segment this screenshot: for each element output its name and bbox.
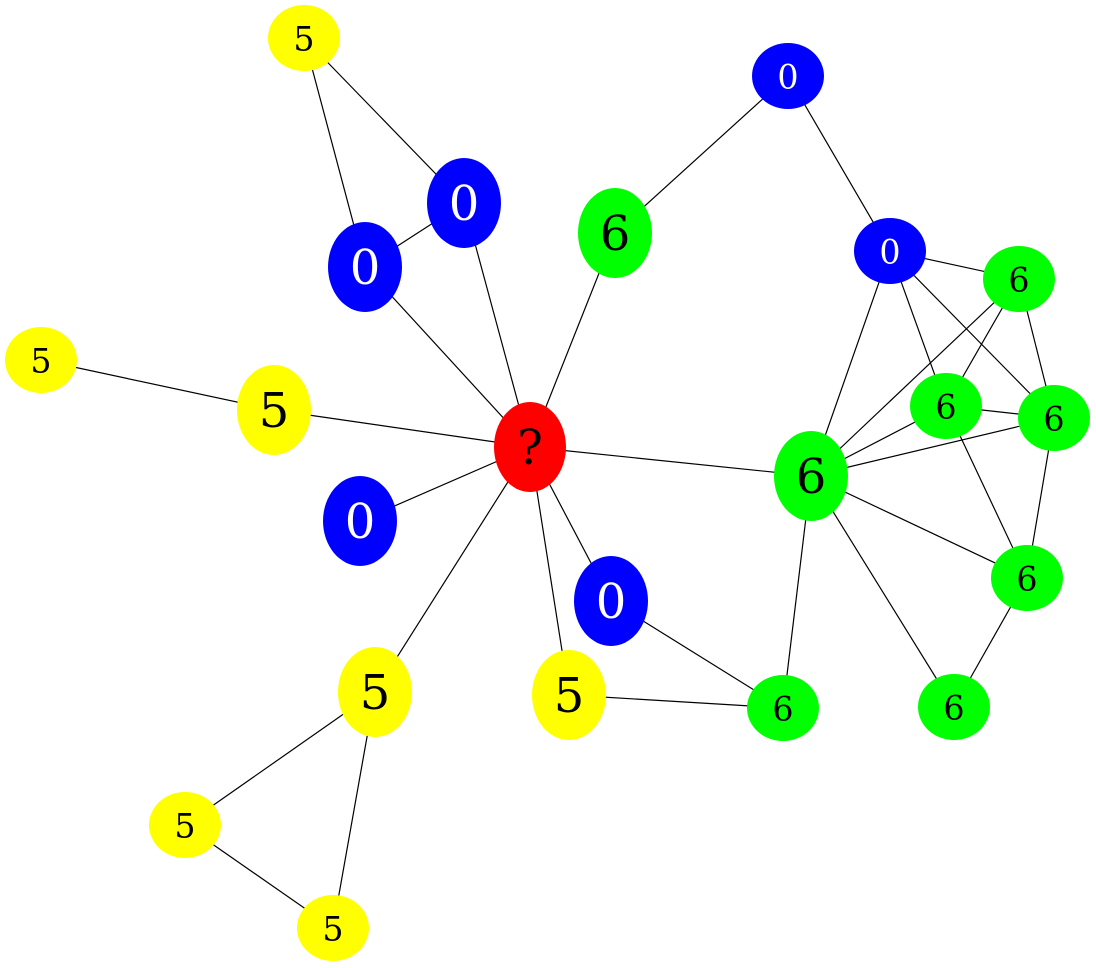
node-y3-label: 5 (259, 383, 290, 439)
node-y6: 5 (297, 895, 369, 961)
node-g1-shape (578, 188, 652, 278)
edge-q-y4 (374, 446, 531, 693)
node-y4-label: 5 (360, 665, 391, 721)
node-g3-label: 6 (935, 388, 956, 427)
node-y5-shape (149, 792, 221, 858)
node-g4: 6 (774, 431, 848, 521)
node-y7-label: 5 (554, 668, 585, 724)
node-g8: 6 (918, 674, 990, 740)
node-g3-shape (910, 373, 982, 439)
node-b6: 0 (854, 218, 926, 284)
node-g7: 6 (747, 675, 819, 741)
node-g2: 6 (983, 246, 1055, 312)
node-b5: 0 (752, 43, 824, 109)
node-g6: 6 (991, 545, 1063, 611)
node-q: ? (494, 402, 566, 492)
node-g3: 6 (910, 373, 982, 439)
node-g5-label: 6 (1043, 400, 1064, 439)
node-b3-label: 0 (345, 494, 376, 550)
node-g8-label: 6 (943, 689, 964, 728)
node-g7-label: 6 (772, 690, 793, 729)
node-g6-label: 6 (1016, 560, 1037, 599)
node-y3-shape (237, 365, 311, 455)
edge-g5-g4 (810, 417, 1055, 477)
node-y7-shape (532, 650, 606, 740)
node-y2-label: 5 (30, 342, 51, 381)
node-b5-label: 0 (777, 58, 798, 97)
node-g8-shape (918, 674, 990, 740)
node-b4: 0 (574, 556, 648, 646)
node-b6-label: 0 (879, 233, 900, 272)
edge-b6-g5 (889, 250, 1055, 419)
node-b5-shape (752, 43, 824, 109)
node-g1-label: 6 (600, 206, 631, 262)
node-b1-label: 0 (449, 176, 480, 232)
node-y2-shape (5, 327, 77, 393)
node-y5: 5 (149, 792, 221, 858)
edge-y2-y3 (40, 359, 275, 411)
node-y1-shape (268, 5, 340, 71)
node-g4-shape (774, 431, 848, 521)
node-q-shape (494, 402, 566, 492)
node-q-label: ? (517, 420, 543, 476)
edge-y3-q (273, 409, 531, 448)
node-b1: 0 (427, 158, 501, 248)
node-b3-shape (323, 476, 397, 566)
node-b2: 0 (328, 222, 402, 312)
node-g2-label: 6 (1008, 261, 1029, 300)
node-b2-label: 0 (350, 240, 381, 296)
node-b4-label: 0 (596, 574, 627, 630)
node-y1-label: 5 (293, 20, 314, 59)
node-g5-shape (1018, 385, 1090, 451)
node-y3: 5 (237, 365, 311, 455)
node-b1-shape (427, 158, 501, 248)
node-y7: 5 (532, 650, 606, 740)
edge-g2-g4 (810, 278, 1020, 477)
node-y4-shape (338, 647, 412, 737)
node-b3: 0 (323, 476, 397, 566)
edge-g4-g6 (810, 475, 1028, 579)
node-g1: 6 (578, 188, 652, 278)
node-g4-label: 6 (796, 449, 827, 505)
node-b6-shape (854, 218, 926, 284)
node-y2: 5 (5, 327, 77, 393)
node-b4-shape (574, 556, 648, 646)
node-y5-label: 5 (174, 807, 195, 846)
node-y6-label: 5 (322, 910, 343, 949)
edge-g4-g8 (810, 475, 955, 708)
node-g7-shape (747, 675, 819, 741)
node-y4: 5 (338, 647, 412, 737)
node-y1: 5 (268, 5, 340, 71)
node-b2-shape (328, 222, 402, 312)
node-g2-shape (983, 246, 1055, 312)
node-g6-shape (991, 545, 1063, 611)
edge-q-g4 (529, 446, 812, 477)
node-g5: 6 (1018, 385, 1090, 451)
edge-b5-b6 (787, 75, 891, 252)
node-y6-shape (297, 895, 369, 961)
